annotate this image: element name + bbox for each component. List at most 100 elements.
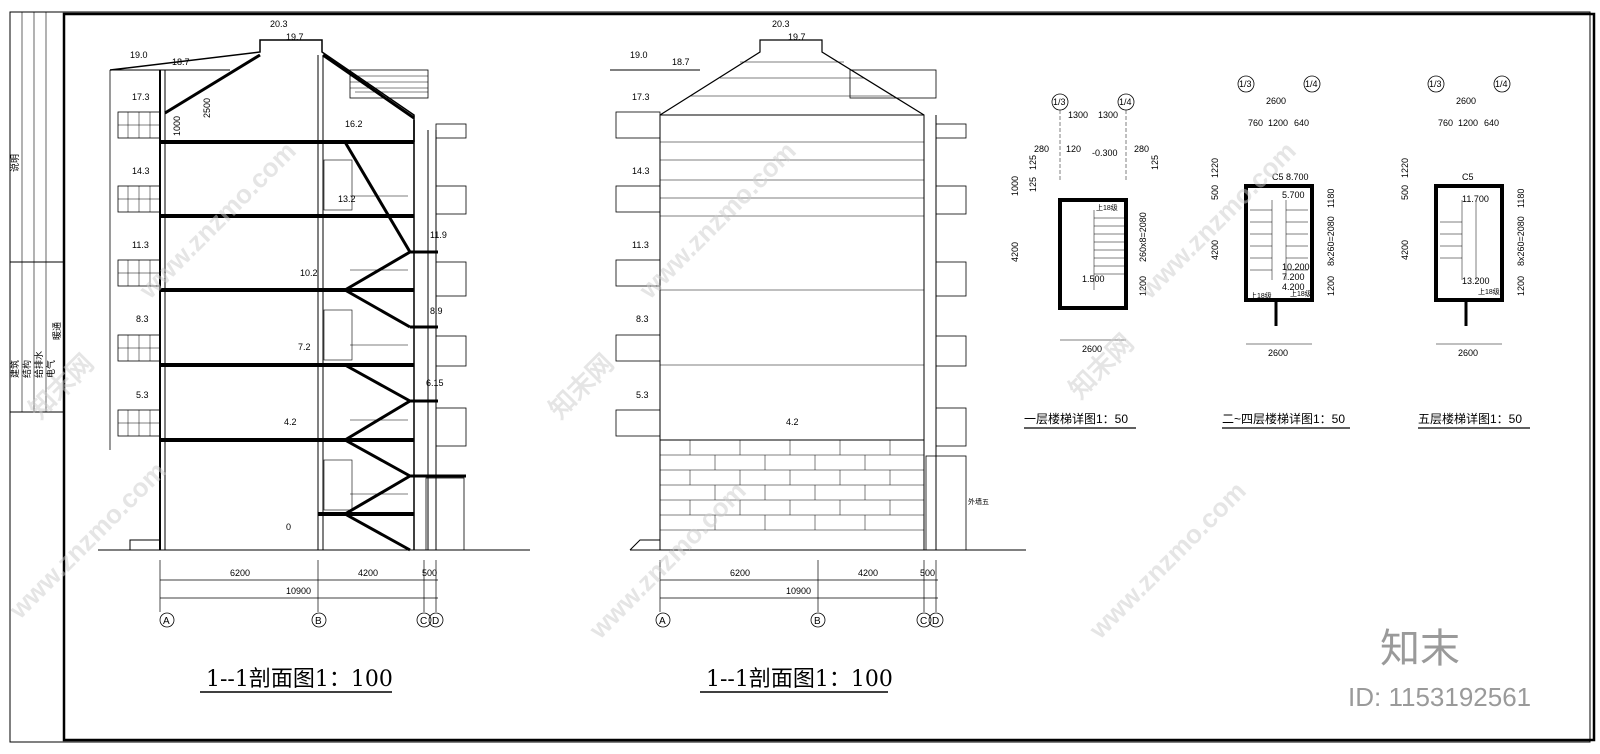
st3-c5: C5 <box>1462 172 1474 182</box>
titleblock-disc-4: 电气 <box>45 360 56 378</box>
st2-2080: 8x260=2080 <box>1326 216 1336 266</box>
s1-elev-4-2: 4.2 <box>284 417 297 427</box>
watermark-2: www.znzmo.com <box>632 136 801 305</box>
s1-elev-14-3: 14.3 <box>132 166 150 176</box>
st1-d-125b: 125 <box>1028 177 1038 192</box>
s2-elev-17-3: 17.3 <box>632 92 650 102</box>
st3-13200: 13.200 <box>1462 276 1490 286</box>
st1-bottom: 2600 <box>1082 344 1102 354</box>
s1-elev-19-0: 19.0 <box>130 50 148 60</box>
s1-elev-19-7: 19.7 <box>286 32 304 42</box>
st3-up: 上18级 <box>1478 287 1500 296</box>
s1-elev-17-3: 17.3 <box>132 92 150 102</box>
st2-5700: 5.700 <box>1282 190 1305 200</box>
st1-caption: 一层楼梯详图1：50 <box>1024 411 1128 426</box>
st2-8700: 8.700 <box>1286 172 1309 182</box>
inner-frame <box>62 12 1596 742</box>
s1-elev-8-9: 8.9 <box>430 306 443 316</box>
s2-elev-18-7: 18.7 <box>672 57 690 67</box>
st1-d-4200: 4200 <box>1010 242 1020 262</box>
s2-elev-11-3: 11.3 <box>632 240 649 250</box>
s1-elev-18-7: 18.7 <box>172 57 190 67</box>
outer-frame <box>9 11 1591 743</box>
watermark-cn-2: 知末网 <box>543 348 619 424</box>
s1-axis-a: A <box>163 616 170 627</box>
st3-top-1: 2600 <box>1456 96 1476 106</box>
s2-axis-a: A <box>659 616 666 627</box>
s1-dim-2500: 2500 <box>202 98 212 118</box>
st3-4200: 4200 <box>1400 240 1410 260</box>
st2-axis-1: 1/3 <box>1239 79 1252 89</box>
s1-elev-6-15: 6.15 <box>426 378 444 388</box>
st3-caption: 五层楼梯详图1：50 <box>1418 411 1522 426</box>
s2-axis-d: D <box>932 616 939 627</box>
st1-top-1: 1300 <box>1068 110 1088 120</box>
s1-dim-4200: 4200 <box>358 568 378 578</box>
watermark-6: www.znzmo.com <box>1082 476 1251 645</box>
st2-7200: 7.200 <box>1282 272 1305 282</box>
st1-axis-2: 1/4 <box>1119 97 1132 107</box>
st1-d-up: 上18级 <box>1096 203 1118 212</box>
st1-d-neg: -0.300 <box>1092 148 1118 158</box>
st1-d-1000: 1000 <box>1010 176 1020 196</box>
s2-title: 1--1剖面图1：100 <box>706 667 893 692</box>
st2-4200b: 4.200 <box>1282 282 1305 292</box>
s1-dim-10900: 10900 <box>286 586 311 596</box>
st3-2080: 8x260=2080 <box>1516 216 1526 266</box>
s1-elev-5-3: 5.3 <box>136 390 149 400</box>
s2-dim-500: 500 <box>920 568 935 578</box>
stair-detail-1: 1/3 1/4 1300 1300 280 120 -0.300 280 125… <box>1010 93 1160 429</box>
s2-axis-b: B <box>814 616 821 627</box>
st1-top-2: 1300 <box>1098 110 1118 120</box>
s1-dim-6200: 6200 <box>230 568 250 578</box>
s1-axis-d: D <box>432 616 439 627</box>
st3-bottom: 2600 <box>1458 348 1478 358</box>
s2-elev-19-0: 19.0 <box>630 50 648 60</box>
watermark-5: www.znzmo.com <box>582 476 751 645</box>
st1-d-1200: 1200 <box>1138 276 1148 296</box>
st2-10200: 10.200 <box>1282 262 1310 272</box>
st1-d-1500: 1.500 <box>1082 274 1105 284</box>
s1-elev-10-2: 10.2 <box>300 268 318 278</box>
st2-up1: 上18级 <box>1250 291 1272 300</box>
st2-bottom: 2600 <box>1268 348 1288 358</box>
section-drawing-2: 20.3 19.7 19.0 18.7 17.3 14.3 11.3 8.3 5… <box>610 19 1026 693</box>
st2-c5: C5 <box>1272 172 1284 182</box>
s1-title: 1--1剖面图1：100 <box>206 667 393 692</box>
s2-elev-5-3: 5.3 <box>636 390 649 400</box>
st1-d-280b: 280 <box>1134 144 1149 154</box>
st2-1200: 1200 <box>1326 276 1336 296</box>
st1-d-280a: 280 <box>1034 144 1049 154</box>
st2-1180: 1180 <box>1326 189 1336 208</box>
st3-axis-1: 1/3 <box>1429 79 1442 89</box>
s2-dim-4200: 4200 <box>858 568 878 578</box>
titleblock-note: 说明 <box>9 154 20 172</box>
st3-top-2: 760 <box>1438 118 1453 128</box>
s2-dim-6200: 6200 <box>730 568 750 578</box>
titleblock-disc-5: 暖通 <box>51 322 62 340</box>
s1-dim-500: 500 <box>422 568 437 578</box>
st1-axis-1: 1/3 <box>1053 97 1066 107</box>
st3-500: 500 <box>1400 185 1410 200</box>
s2-note: 外墙五 <box>968 497 989 506</box>
titleblock-disc-2: 结构 <box>21 360 32 378</box>
image-id: ID: 1153192561 <box>1348 682 1531 712</box>
s1-elev-13-2: 13.2 <box>338 194 356 204</box>
st1-d-125c: 125 <box>1150 155 1160 170</box>
st3-axis-2: 1/4 <box>1495 79 1508 89</box>
st2-top-2: 760 <box>1248 118 1263 128</box>
st2-top-4: 640 <box>1294 118 1309 128</box>
s1-elev-8-3: 8.3 <box>136 314 149 324</box>
st2-500: 500 <box>1210 185 1220 200</box>
watermark-cn-3: 知末网 <box>1063 328 1139 404</box>
title-block: 说明 建筑 结构 给排水 电气 暖通 <box>9 12 64 413</box>
s2-axis-c: C <box>920 616 927 627</box>
s2-elev-14-3: 14.3 <box>632 166 650 176</box>
st3-1180: 1180 <box>1516 189 1526 208</box>
st2-up2: 上18级 <box>1290 289 1312 298</box>
st2-axis-2: 1/4 <box>1305 79 1318 89</box>
s2-elev-19-7: 19.7 <box>788 32 806 42</box>
st2-1220: 1220 <box>1210 158 1220 178</box>
s2-elev-8-3: 8.3 <box>636 314 649 324</box>
